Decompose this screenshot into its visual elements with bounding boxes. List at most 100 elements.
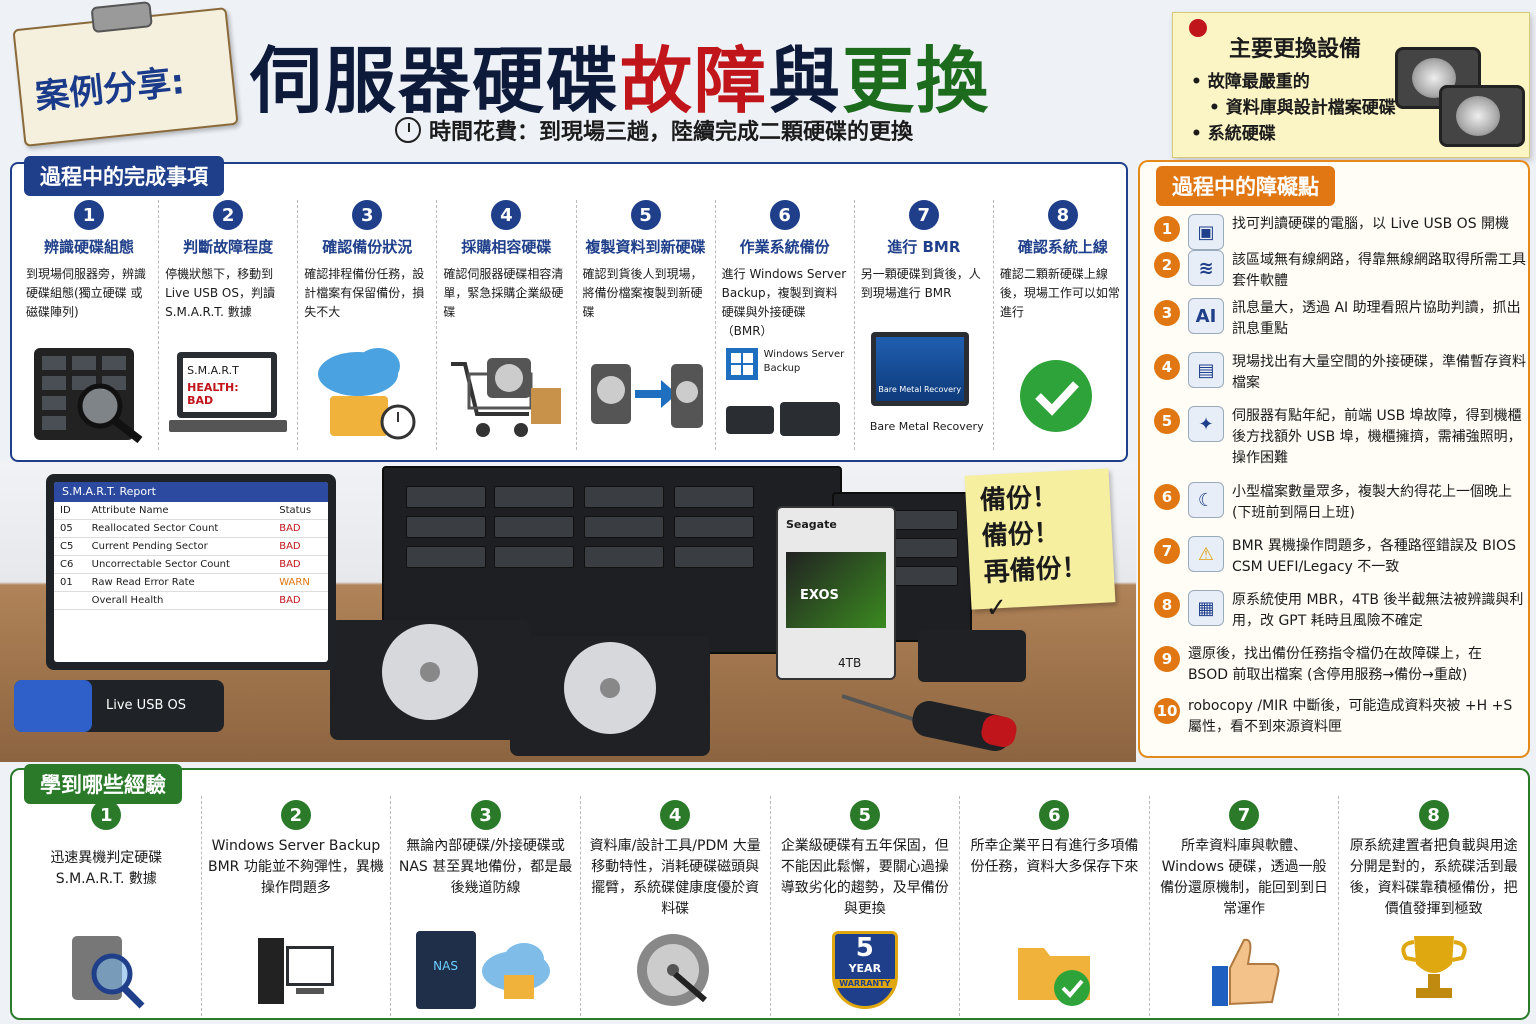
step-number: 5 (630, 200, 661, 230)
process-step: 2 判斷故障程度 停機狀態下，移動到 Live USB OS，判讀 S.M.A.… (159, 200, 299, 450)
obstacle-item: 8▦原系統使用 MBR，4TB 後半截無法被辨識與利用，改 GPT 耗時且風險不… (1154, 590, 1526, 632)
obstacle-text: 訊息量大，透過 AI 助理看照片協助判讀，抓出訊息重點 (1232, 300, 1521, 337)
computer-icon: ▣ (1188, 214, 1224, 250)
warning-gear-icon: ⚠ (1188, 536, 1224, 572)
step-number: 3 (352, 200, 383, 230)
learning-number: 2 (280, 800, 311, 830)
main-device-item: 資料庫與設計檔案硬碟 (1191, 95, 1396, 121)
flashlight-icon: ✦ (1188, 406, 1224, 442)
step-desc: 確認排程備份任務，設計檔案有保留備份，損失不大 (304, 267, 425, 319)
drive-model: EXOS (800, 588, 839, 603)
smart-id: C5 (54, 537, 86, 556)
process-step: 6 作業系統備份 進行 Windows Server Backup，複製到資料硬… (716, 200, 855, 450)
learning-text: 所幸企業平日有進行多項備份任務，資料大多保存下來 (970, 838, 1139, 875)
cloud-folder-clock-icon (318, 348, 416, 440)
smart-status: WARN (273, 573, 328, 592)
learning-number: 3 (470, 800, 501, 830)
smart-id: C6 (54, 555, 86, 574)
obstacle-number: 7 (1154, 538, 1180, 564)
step-number: 6 (769, 200, 800, 230)
backup-line: 備份！ (979, 482, 1059, 517)
step-desc: 確認伺服器硬碟相容清單，緊急採購企業級硬碟 (443, 267, 564, 319)
title-part-2: 故障 (620, 39, 769, 123)
drive-bay-magnifier-icon (34, 348, 143, 444)
obstacles-title: 過程中的障礙點 (1156, 166, 1335, 206)
shopping-cart-icon (451, 358, 562, 437)
smart-status: BAD (273, 537, 328, 556)
drive-magnifier-icon (72, 936, 145, 1009)
smart-label: S.M.A.R.T (187, 364, 239, 377)
learning-text: Windows Server Backup BMR 功能並不夠彈性，異機操作問題… (208, 838, 384, 896)
learning-number: 6 (1039, 800, 1070, 830)
learnings-title: 學到哪些經驗 (24, 764, 182, 804)
windows-logo-icon (725, 348, 758, 380)
nas-cloud-icon: NAS (406, 930, 566, 1010)
main-devices-list: 故障最嚴重的 資料庫與設計檔案硬碟 系統硬碟 (1191, 69, 1396, 147)
external-drive-icon (779, 402, 840, 436)
learning-item: 5 企業級硬碟有五年保固，但不能因此鬆懈，要關心過操導致劣化的趨勢，及早備份與更… (771, 796, 961, 1016)
learning-item: 2 Windows Server Backup BMR 功能並不夠彈性，異機操作… (202, 796, 392, 1016)
learning-text: 企業級硬碟有五年保固，但不能因此鬆懈，要關心過操導致劣化的趨勢，及早備份與更換 (780, 838, 949, 917)
clock-icon (395, 117, 421, 143)
time-note: 時間花費：到現場三趟，陸續完成二顆硬碟的更換 (395, 114, 913, 146)
learning-item: 8 原系統建置者把負載與用途分開是對的，系統碟活到最後，資料碟靠積極備份，把價值… (1339, 796, 1528, 1016)
case-share-clipboard: 案例分享: (12, 1, 239, 147)
warranty-word: WARRANTY (834, 979, 895, 988)
smart-attr: Reallocated Sector Count (85, 519, 274, 538)
learning-item: 6 所幸企業平日有進行多項備份任務，資料大多保存下來 (960, 796, 1150, 1016)
main-devices-title: 主要更換設備 (1229, 37, 1362, 62)
step-number: 2 (213, 200, 244, 230)
hard-drive-icon (1395, 47, 1481, 109)
copy-drive-arrow-icon (590, 364, 703, 428)
obstacle-number: 8 (1154, 592, 1180, 618)
step-desc: 進行 Windows Server Backup，複製到資料硬碟與外接硬碟 （B… (721, 267, 847, 338)
smart-id (54, 591, 86, 610)
learning-text: 迅速異機判定硬碟 S.M.A.R.T. 數據 (50, 850, 163, 887)
step-desc: 停機狀態下，移動到 Live USB OS，判讀 S.M.A.R.T. 數據 (165, 267, 275, 319)
main-devices-note: 主要更換設備 故障最嚴重的 資料庫與設計檔案硬碟 系統硬碟 (1172, 12, 1530, 158)
learning-item: 1 迅速異機判定硬碟 S.M.A.R.T. 數據 (12, 796, 202, 1016)
external-hdd (918, 630, 1026, 682)
step-title: 確認備份狀況 (322, 238, 413, 256)
hdd-platter-icon (637, 934, 710, 1006)
step-title: 確認系統上線 (1017, 238, 1108, 256)
smart-health: HEALTH: BAD (187, 381, 239, 407)
clipboard-clamp (90, 1, 153, 34)
obstacle-text: 該區域無有線網路，得靠無線網路取得所需工具套件軟體 (1232, 252, 1526, 289)
obstacle-item: 4▤現場找出有大量空間的外接硬碟，準備暫存資料檔案 (1154, 352, 1526, 394)
smart-attr: Overall Health (85, 591, 274, 610)
drive-label-art (786, 552, 886, 628)
nas-label: NAS (415, 931, 476, 1009)
step-desc: 到現場伺服器旁，辨識硬碟組態(獨立硬碟 或磁碟陣列) (26, 267, 147, 319)
warranty-year: YEAR (848, 962, 882, 975)
obstacle-number: 4 (1154, 354, 1180, 380)
warranty-number: 5 (855, 933, 874, 963)
smart-id: 05 (54, 519, 86, 538)
moon-night-icon: ☾ (1188, 482, 1224, 518)
process-step: 5 複製資料到新硬碟 確認到貨後人到現場，將備份檔案複製到新硬碟 (577, 200, 716, 450)
step-number: 4 (491, 200, 522, 230)
smart-header: Attribute Name (85, 502, 274, 520)
step-number: 1 (74, 200, 105, 230)
learning-item: 4 資料庫/設計工具/PDM 大量移動特性，消耗硬碟磁頭與擺臂，系統碟健康度優於… (581, 796, 771, 1016)
step-title: 採購相容硬碟 (461, 238, 552, 256)
step-title: 判斷故障程度 (183, 238, 274, 256)
step-desc: 確認到貨後人到現場，將備份檔案複製到新硬碟 (582, 267, 703, 319)
step-title: 作業系統備份 (739, 238, 830, 256)
obstacle-number: 10 (1154, 698, 1180, 724)
backup-sticky-note: 備份！ 備份！ 再備份！✓ (964, 468, 1116, 624)
step-desc: 另一顆硬碟到貨後，人到現場進行 BMR (860, 267, 981, 300)
screwdriver-icon (842, 694, 1017, 752)
learning-text: 資料庫/設計工具/PDM 大量移動特性，消耗硬碟磁頭與擺臂，系統碟健康度優於資料… (589, 838, 761, 917)
pushpin-icon (1189, 19, 1207, 37)
partition-table-icon: ▦ (1188, 590, 1224, 626)
learnings-row: 1 迅速異機判定硬碟 S.M.A.R.T. 數據 2 Windows Serve… (12, 796, 1528, 1016)
title-part-1: 伺服器硬碟 (250, 39, 621, 123)
wsb-label: Windows Server Backup (763, 349, 845, 374)
learning-text: 無論內部硬碟/外接硬碟或 NAS 甚至異地備份，都是最後幾道防線 (398, 838, 573, 896)
learning-number: 4 (660, 800, 691, 830)
